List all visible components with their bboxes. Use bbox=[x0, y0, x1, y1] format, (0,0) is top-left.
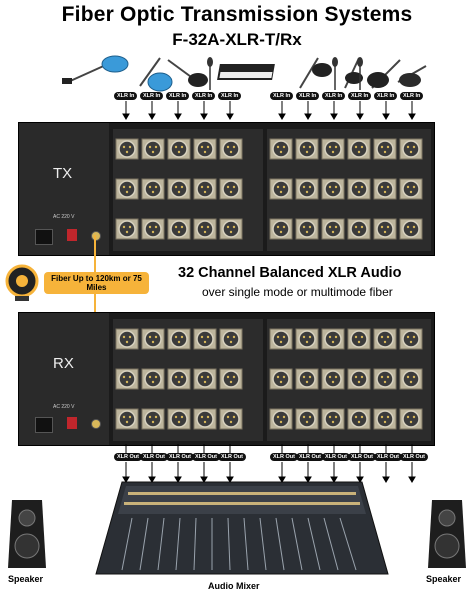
power-switch[interactable] bbox=[67, 229, 77, 241]
xlr-out-tag: XLR Out bbox=[218, 453, 246, 461]
tx-xlr-panel bbox=[113, 129, 431, 251]
xlr-out-tag: XLR Out bbox=[166, 453, 194, 461]
xlr-out-tag: XLR Out bbox=[348, 453, 376, 461]
speaker-right-label: Speaker bbox=[426, 574, 462, 584]
bass-guitar-icon bbox=[299, 57, 332, 89]
electric-guitar-icon bbox=[62, 55, 129, 84]
microphone-icon bbox=[357, 57, 363, 90]
xlr-out-tag: XLR Out bbox=[322, 453, 350, 461]
fiber-port-icon bbox=[91, 419, 101, 429]
xlr-in-tag: XLR In bbox=[296, 92, 320, 100]
power-switch[interactable] bbox=[67, 417, 77, 429]
speaker-left-icon bbox=[8, 500, 46, 568]
power-inlet-icon bbox=[35, 417, 53, 433]
audio-channel-title: 32 Channel Balanced XLR Audio bbox=[178, 265, 402, 281]
electric-guitar-icon bbox=[139, 57, 173, 92]
audio-mixer-label: Audio Mixer bbox=[208, 581, 260, 591]
fiber-spool-icon bbox=[5, 264, 39, 301]
xlr-out-tag: XLR Out bbox=[296, 453, 324, 461]
xlr-in-tag: XLR In bbox=[140, 92, 164, 100]
power-inlet-icon bbox=[35, 229, 53, 245]
audio-channel-subtitle: over single mode or multimode fiber bbox=[202, 285, 393, 299]
rx-xlr-panel bbox=[113, 319, 431, 441]
bass-guitar-icon bbox=[344, 57, 363, 89]
tx-ac-label: AC 220 V bbox=[53, 214, 75, 220]
xlr-in-tag: XLR In bbox=[192, 92, 216, 100]
fiber-distance-label: Fiber Up to 120km or 75 Miles bbox=[44, 272, 149, 294]
instruments-row bbox=[62, 55, 427, 92]
xlr-in-tag: XLR In bbox=[166, 92, 190, 100]
xlr-out-tag: XLR Out bbox=[140, 453, 168, 461]
tx-label: TX bbox=[53, 165, 73, 182]
tx-unit: TX AC 220 V bbox=[18, 122, 435, 256]
xlr-in-tag: XLR In bbox=[218, 92, 242, 100]
speaker-left-label: Speaker bbox=[8, 574, 44, 584]
xlr-out-row: XLR Out XLR Out XLR Out XLR Out XLR Out … bbox=[114, 444, 428, 484]
rx-label: RX bbox=[53, 355, 74, 372]
rx-ac-label: AC 220 V bbox=[53, 404, 75, 410]
electric-guitar-icon bbox=[397, 65, 427, 87]
xlr-in-tag: XLR In bbox=[270, 92, 294, 100]
rx-unit: RX AC 220 V bbox=[18, 312, 435, 446]
xlr-in-tag: XLR In bbox=[322, 92, 346, 100]
xlr-in-tag: XLR In bbox=[400, 92, 424, 100]
xlr-out-tag: XLR Out bbox=[374, 453, 402, 461]
bass-guitar-icon bbox=[167, 59, 208, 87]
model-number: F-32A-XLR-T/Rx bbox=[172, 30, 302, 49]
xlr-in-tag: XLR In bbox=[374, 92, 398, 100]
microphone-icon bbox=[332, 57, 338, 90]
page-title: Fiber Optic Transmission Systems bbox=[61, 3, 413, 26]
xlr-in-tag: XLR In bbox=[348, 92, 372, 100]
xlr-in-row: XLR In XLR In XLR In XLR In XLR In XLR I… bbox=[114, 92, 424, 120]
keyboard-icon bbox=[217, 64, 275, 80]
microphone-icon bbox=[207, 57, 213, 90]
audio-mixer-icon bbox=[95, 481, 389, 575]
electric-guitar-icon bbox=[367, 59, 401, 89]
xlr-out-tag: XLR Out bbox=[400, 453, 428, 461]
xlr-out-tag: XLR Out bbox=[114, 453, 142, 461]
speaker-right-icon bbox=[428, 500, 466, 568]
xlr-out-tag: XLR Out bbox=[270, 453, 298, 461]
xlr-out-tag: XLR Out bbox=[192, 453, 220, 461]
xlr-in-tag: XLR In bbox=[114, 92, 138, 100]
